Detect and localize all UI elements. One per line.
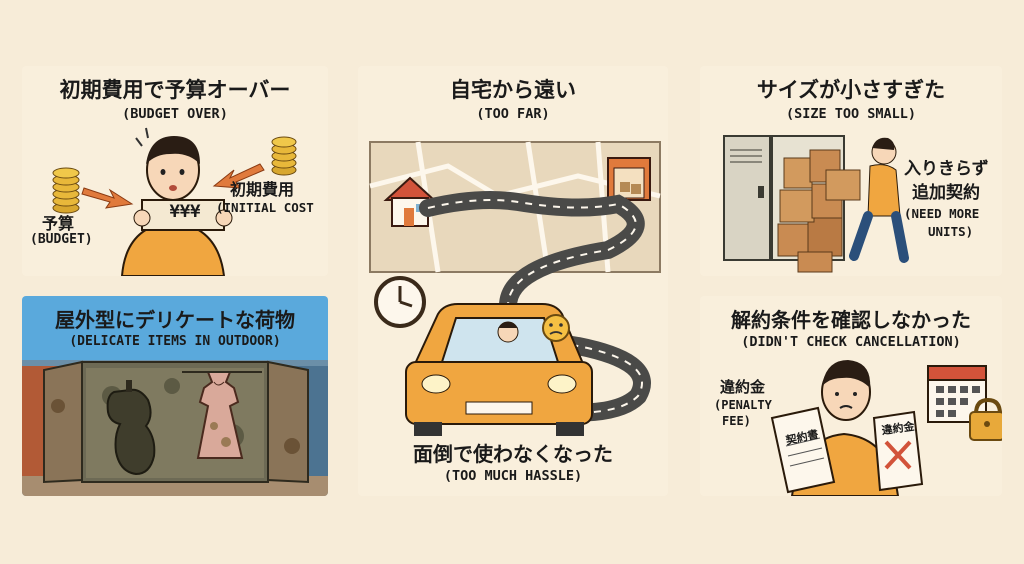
cancellation-illustration bbox=[770, 360, 1002, 496]
sign-text: ¥¥¥ bbox=[169, 202, 201, 222]
label-budget: 予算 bbox=[42, 214, 75, 233]
small-storage-illustration bbox=[723, 135, 909, 273]
too-far-illustration bbox=[369, 141, 661, 436]
note-en-line1: (NEED MORE bbox=[904, 206, 980, 221]
arrow-icon bbox=[212, 163, 265, 189]
panel-title: サイズが小さすぎた bbox=[756, 78, 946, 102]
panel-cancellation: 解約条件を確認しなかった (DIDN'T CHECK CANCELLATION) bbox=[700, 296, 1002, 496]
coin-stack-icon bbox=[271, 136, 297, 176]
clock-icon bbox=[374, 276, 426, 328]
person-pushing-icon bbox=[825, 137, 909, 263]
sky-banner bbox=[22, 296, 328, 360]
note-en-line2: UNITS) bbox=[928, 224, 974, 239]
label-initial-cost: 初期費用 bbox=[230, 180, 295, 199]
car-icon bbox=[405, 303, 593, 436]
panel-delicate-items: 屋外型にデリケートな荷物 (DELICATE ITEMS IN OUTDOOR) bbox=[22, 296, 328, 496]
contract-document-icon bbox=[770, 406, 836, 494]
panel-subtitle: (DELICATE ITEMS IN OUTDOOR) bbox=[69, 334, 281, 349]
bottom-title: 面倒で使わなくなった bbox=[413, 442, 613, 466]
panel-title: 解約条件を確認しなかった bbox=[731, 308, 971, 332]
locker-icon bbox=[723, 135, 771, 261]
padlock-icon bbox=[969, 397, 1002, 441]
panel-subtitle: (SIZE TOO SMALL) bbox=[785, 106, 917, 122]
note-line1: 入りきらず bbox=[904, 159, 989, 179]
penalty-label: 違約金 bbox=[720, 378, 766, 396]
dress-icon bbox=[196, 371, 244, 459]
panel-size-too-small: サイズが小さすぎた (SIZE TOO SMALL) bbox=[700, 66, 1002, 276]
label-initial-cost-en: (INITIAL COST bbox=[216, 200, 314, 215]
panel-title: 屋外型にデリケートな荷物 bbox=[55, 308, 295, 332]
panel-budget-over: 初期費用で予算オーバー (BUDGET OVER) bbox=[22, 66, 328, 276]
panel-title: 自宅から遠い bbox=[450, 78, 576, 102]
panel-too-far: 自宅から遠い (TOO FAR) bbox=[358, 66, 668, 496]
guitar-case-icon bbox=[106, 380, 156, 476]
sad-face-icon bbox=[542, 314, 570, 342]
note-line2: 追加契約 bbox=[912, 183, 980, 203]
outdoor-storage-illustration bbox=[22, 360, 328, 496]
panel-subtitle: (TOO FAR) bbox=[476, 106, 550, 122]
storage-unit-icon bbox=[607, 157, 651, 201]
coin-stack-icon bbox=[52, 167, 80, 214]
label-budget-en: (BUDGET) bbox=[30, 232, 93, 247]
arrow-icon bbox=[81, 187, 134, 209]
panel-subtitle: (BUDGET OVER) bbox=[122, 106, 228, 122]
budget-illustration bbox=[52, 127, 297, 276]
bottom-subtitle: (TOO MUCH HASSLE) bbox=[443, 468, 583, 484]
boxes-icon bbox=[777, 149, 843, 273]
panel-subtitle: (DIDN'T CHECK CANCELLATION) bbox=[741, 334, 961, 350]
panel-title: 初期費用で予算オーバー bbox=[59, 78, 291, 102]
penalty-label-en1: (PENALTY bbox=[714, 398, 772, 412]
penalty-label-en2: FEE) bbox=[722, 414, 751, 428]
penalty-document-icon bbox=[872, 410, 924, 492]
